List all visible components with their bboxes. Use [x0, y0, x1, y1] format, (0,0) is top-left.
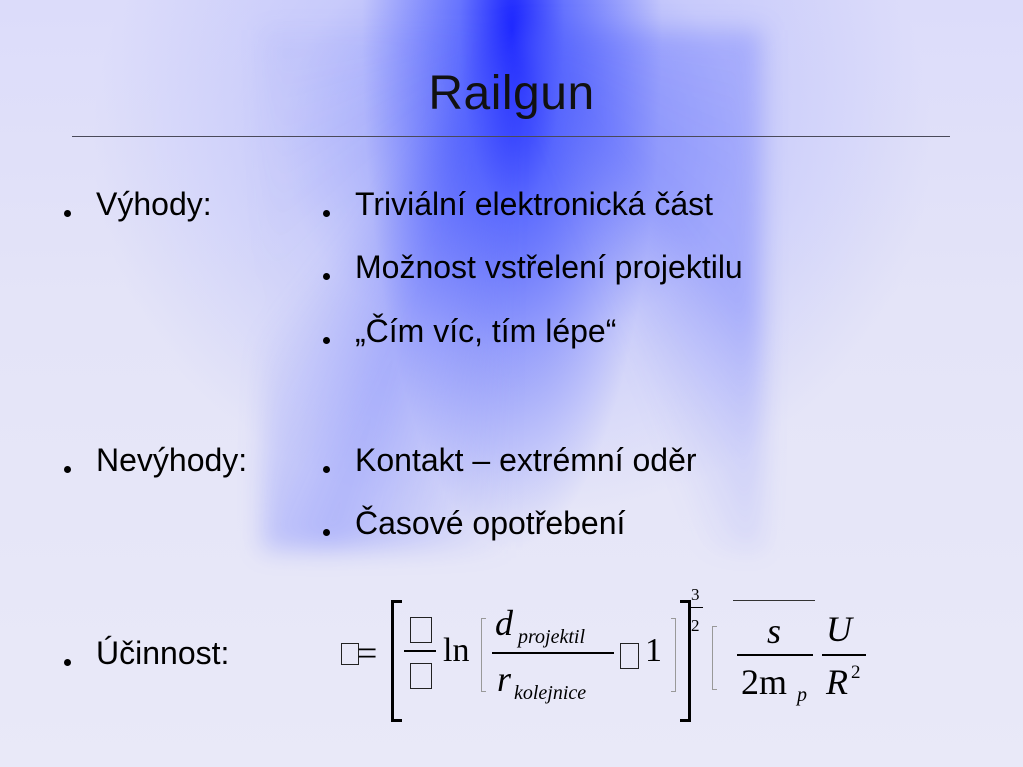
advantage-item: Možnost vstřelení projektilu: [355, 249, 743, 285]
formula-2m: 2m: [741, 662, 788, 702]
formula-r-subscript: kolejnice: [514, 682, 587, 704]
right-paren: [671, 618, 676, 692]
bullet-icon: [323, 210, 330, 217]
exponent-denominator: 2: [691, 616, 700, 635]
formula-equals: =: [357, 633, 378, 673]
title-divider: [72, 136, 950, 137]
formula-one: 1: [645, 632, 662, 669]
disadvantage-item: Časové opotřebení: [355, 505, 626, 541]
formula-m-subscript: p: [797, 684, 807, 706]
fraction-line: [822, 654, 866, 656]
advantage-item: „Čím víc, tím lépe“: [355, 313, 617, 349]
bullet-icon: [64, 659, 71, 666]
right-bracket: [680, 600, 691, 722]
efficiency-label: Účinnost:: [96, 635, 230, 671]
formula-ln: ln: [443, 632, 470, 669]
slide-title: Railgun: [428, 67, 595, 120]
formula-R: R: [826, 662, 848, 702]
formula-d: d: [495, 603, 513, 643]
missing-glyph-icon: [620, 643, 639, 669]
disadvantage-item: Kontakt – extrémní oděr: [355, 442, 697, 478]
missing-glyph-icon: [410, 617, 432, 643]
overline: [733, 600, 815, 601]
background-light-rays: [262, 30, 762, 550]
left-paren: [712, 626, 717, 690]
left-paren: [481, 618, 486, 692]
fraction-line: [737, 654, 813, 656]
left-bracket: [391, 600, 402, 722]
bullet-icon: [64, 210, 71, 217]
bullet-icon: [323, 466, 330, 473]
advantage-item: Triviální elektronická část: [355, 186, 714, 222]
fraction-line: [492, 652, 614, 654]
fraction-line: [689, 607, 703, 608]
formula-d-subscript: projektil: [518, 626, 586, 648]
formula-R-superscript: 2: [851, 662, 861, 683]
bullet-icon: [323, 529, 330, 536]
missing-glyph-icon: [341, 643, 359, 665]
fraction-line: [404, 650, 436, 652]
bullet-icon: [64, 466, 71, 473]
formula-s: s: [767, 611, 782, 651]
bullet-icon: [323, 273, 330, 280]
formula-r: r: [497, 659, 512, 699]
formula-U: U: [826, 609, 852, 649]
advantages-label: Výhody:: [96, 186, 212, 222]
exponent-numerator: 3: [691, 585, 700, 604]
disadvantages-label: Nevýhody:: [96, 442, 248, 478]
bullet-icon: [323, 337, 330, 344]
missing-glyph-icon: [410, 663, 432, 689]
